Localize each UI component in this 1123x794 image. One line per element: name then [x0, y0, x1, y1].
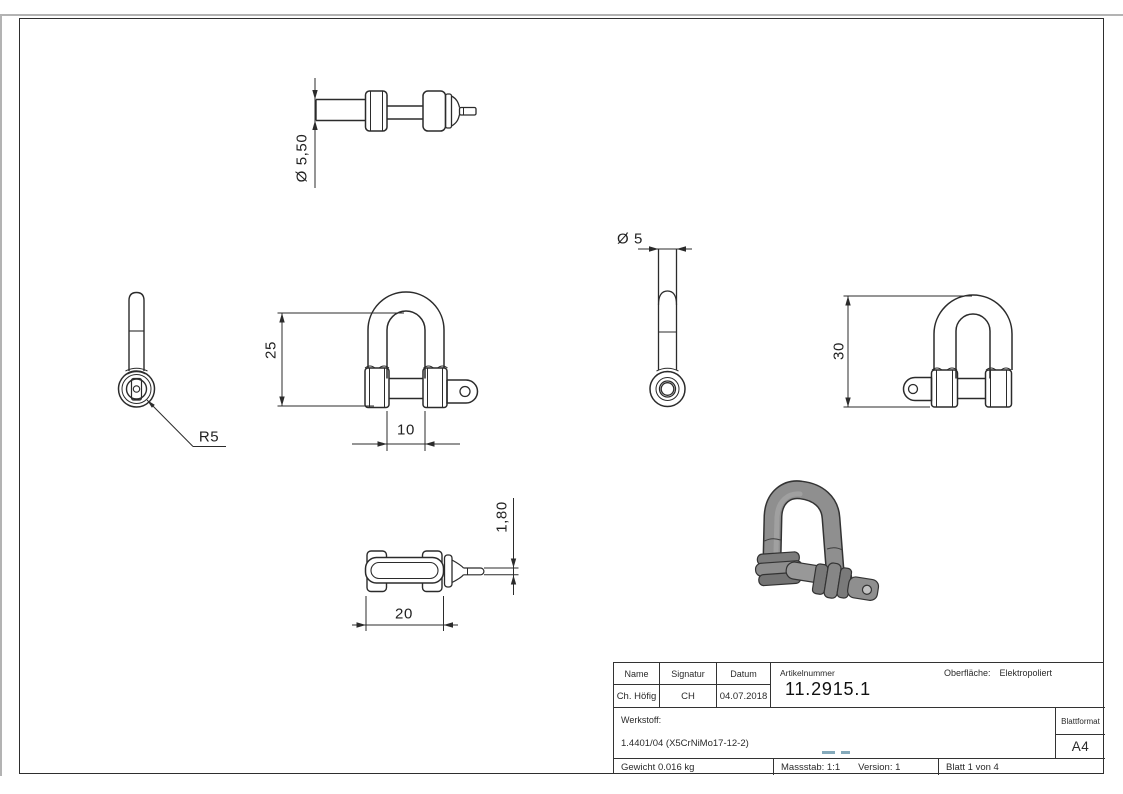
watermark-dash: [822, 751, 835, 754]
dim-label-height-25: 25: [262, 341, 280, 359]
artikelnummer-value: 11.2915.1: [785, 679, 871, 699]
page-edge-top: [0, 14, 1123, 16]
dim-label-thickness-180: 1,80: [493, 501, 511, 533]
massstab-cell: Massstab: 1:1 Version: 1: [774, 759, 939, 775]
oberflaeche-value: Elektropoliert: [999, 668, 1053, 678]
header-signatur: Signatur: [660, 663, 717, 685]
view-side-left: [117, 291, 226, 447]
title-block: Name Signatur Datum Ch. Höfig CH 04.07.2…: [613, 662, 1105, 775]
dim-label-diameter-5: Ø 5: [617, 230, 643, 248]
shackle-3d-render: [754, 480, 880, 601]
view-side-right: [638, 246, 692, 408]
dim-label-height-30: 30: [830, 342, 848, 360]
view-bottom: [352, 498, 519, 631]
sheet-frame: [19, 18, 1104, 774]
oberflaeche-field: Oberfläche: Elektropoliert: [944, 668, 1061, 678]
oberflaeche-label: Oberfläche:: [944, 668, 991, 678]
view-front-center: [277, 291, 479, 451]
header-datum: Datum: [717, 663, 771, 685]
blattformat-label: Blattformat: [1056, 708, 1105, 735]
blattformat-value: A4: [1056, 735, 1105, 759]
value-signatur: CH: [660, 685, 717, 708]
dim-label-pin-diameter: Ø 5,50: [293, 133, 311, 183]
page-edge-left: [0, 14, 2, 776]
gewicht-cell: Gewicht 0.016 kg: [614, 759, 774, 775]
dim-label-width-10: 10: [397, 421, 415, 439]
header-name: Name: [614, 663, 660, 685]
artikelnummer-cell: Artikelnummer 11.2915.1 Oberfläche: Elekt…: [771, 663, 1105, 708]
werkstoff-value: 1.4401/04 (X5CrNiMo17-12-2): [621, 738, 749, 749]
artikelnummer-label: Artikelnummer: [780, 668, 835, 678]
massstab-value: Massstab: 1:1: [781, 761, 841, 773]
view-pin-side: [312, 78, 477, 188]
view-front-right: [843, 294, 1013, 408]
watermark-dash: [841, 751, 850, 754]
dim-label-radius: R5: [198, 428, 220, 446]
werkstoff-label: Werkstoff:: [621, 715, 662, 725]
werkstoff-cell: Werkstoff: 1.4401/04 (X5CrNiMo17-12-2): [614, 708, 1056, 759]
value-datum: 04.07.2018: [717, 685, 771, 708]
dim-label-length-20: 20: [395, 605, 413, 623]
blatt-cell: Blatt 1 von 4: [946, 761, 999, 773]
version-value: Version: 1: [858, 761, 901, 773]
value-name: Ch. Höfig: [614, 685, 660, 708]
